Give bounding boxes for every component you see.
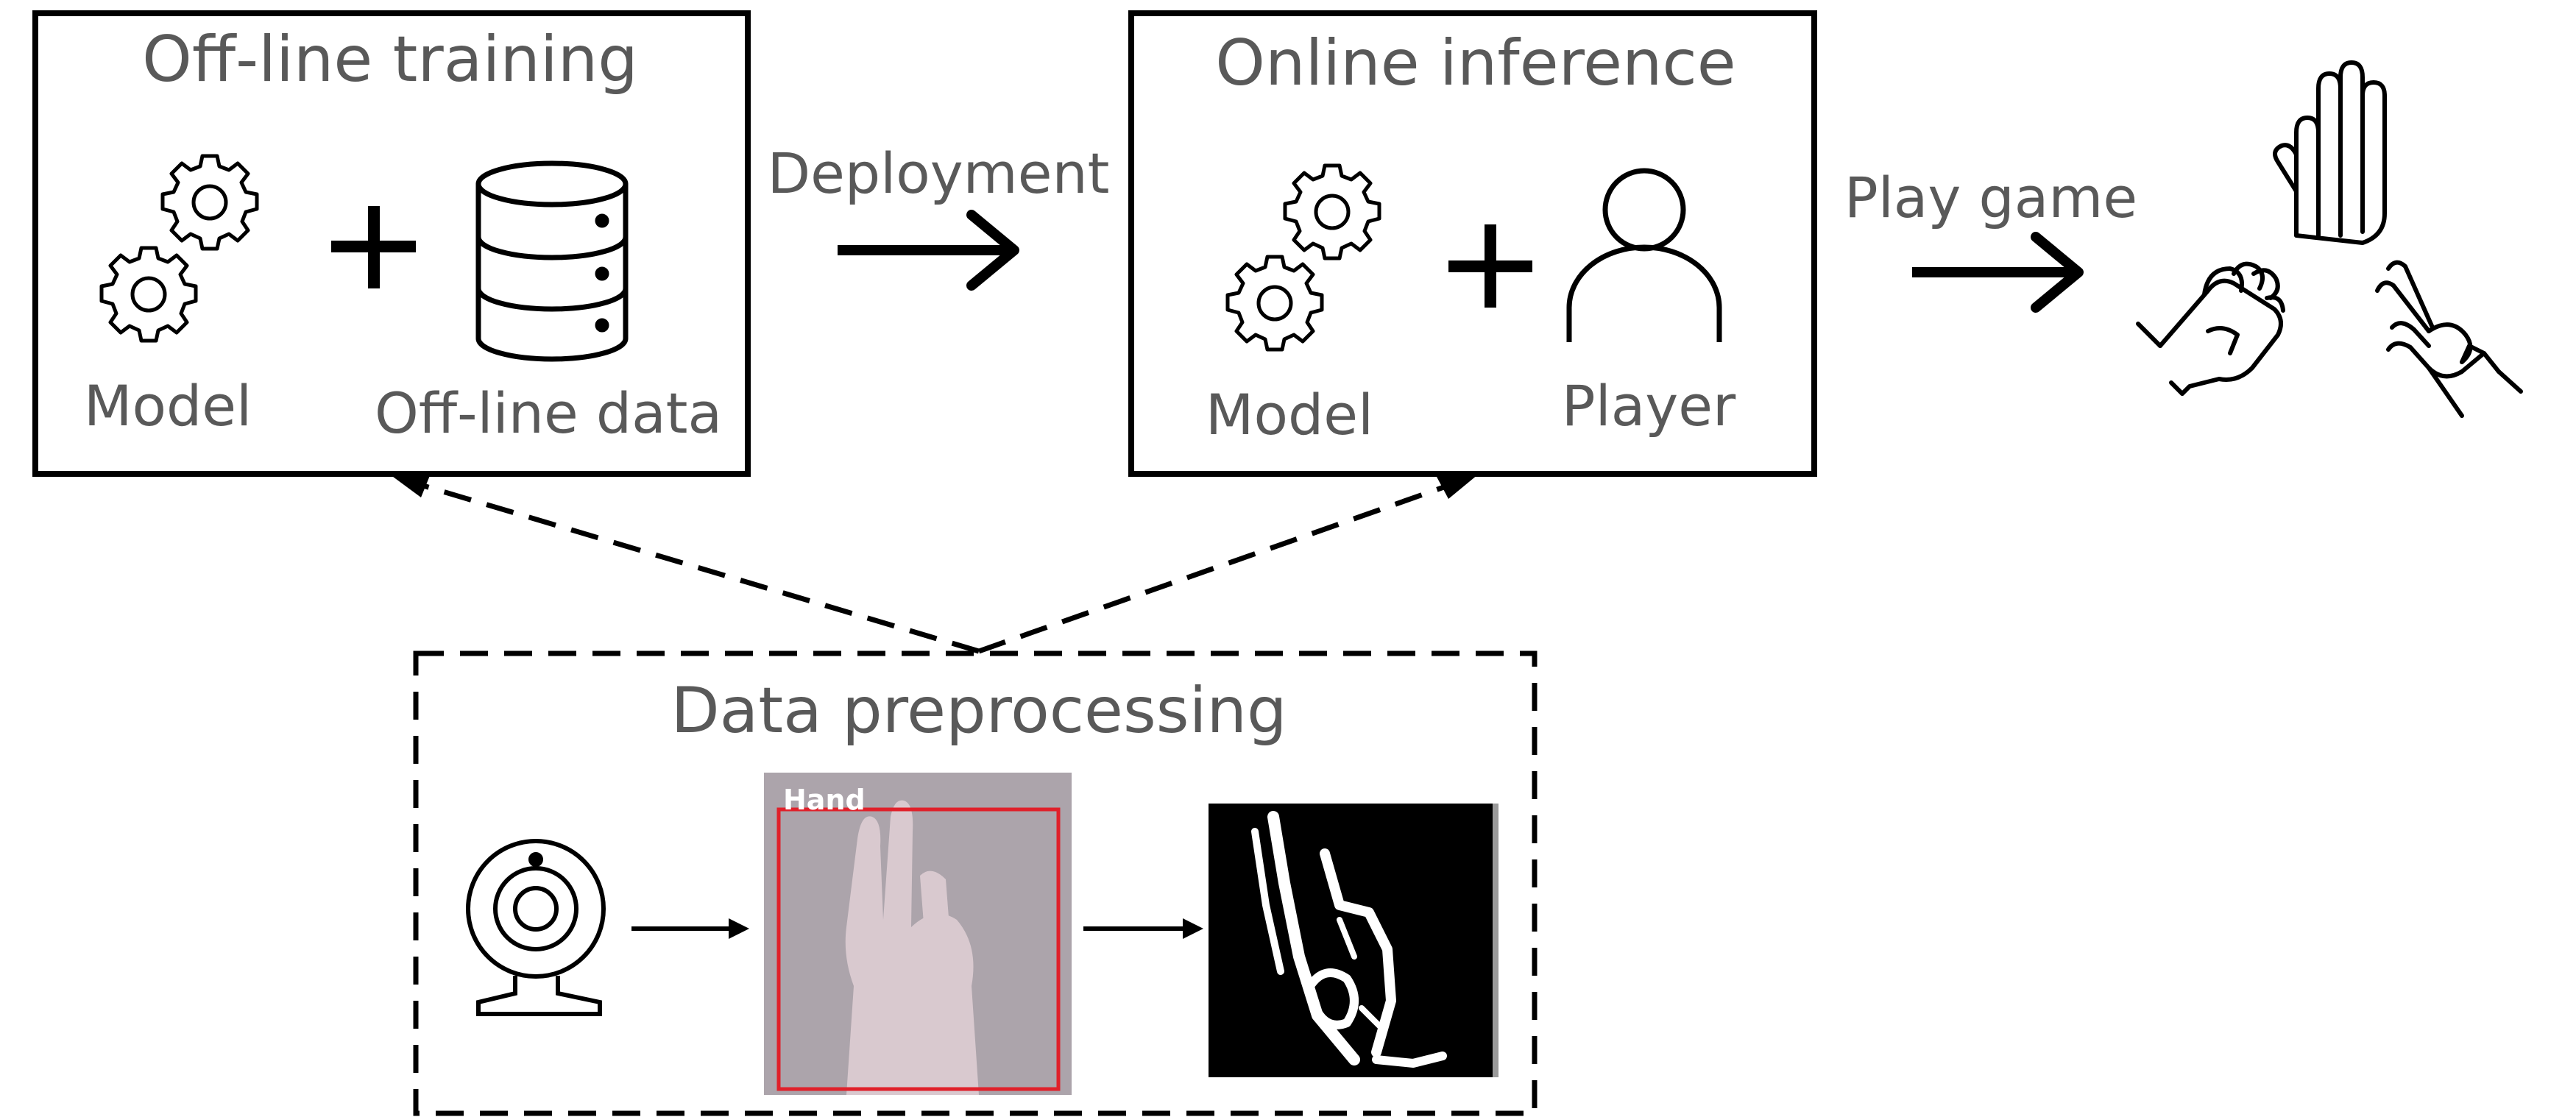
plus-icon <box>331 206 416 288</box>
data-preprocessing-frame <box>413 650 1538 1116</box>
gears-icon <box>1228 166 1379 350</box>
offline-training-box: Off-line training Model Off-line data <box>32 10 751 477</box>
detection-bounding-box <box>776 807 1061 1091</box>
detected-hand-photo: Hand <box>764 773 1072 1095</box>
dashed-arrowheads <box>390 474 1478 499</box>
deployment-connector: Deployment <box>768 141 1110 291</box>
database-icon <box>475 160 629 362</box>
play-game-label: Play game <box>1844 165 2137 230</box>
gears-icon <box>102 156 257 341</box>
offline-model-label: Model <box>84 373 252 439</box>
person-icon <box>1566 168 1722 342</box>
offline-training-title: Off-line training <box>142 23 638 96</box>
arrow-to-mask <box>1083 918 1203 939</box>
deployment-label: Deployment <box>768 141 1110 206</box>
plus-icon <box>1448 224 1532 308</box>
online-inference-box: Online inference Model Player <box>1128 10 1817 477</box>
dashed-connectors <box>403 477 1466 654</box>
data-preprocessing-box: Data preprocessing Hand <box>413 650 1538 1116</box>
hand-shape <box>845 800 979 1095</box>
paper-hand-icon <box>2273 60 2387 245</box>
rock-hand-icon <box>2136 261 2285 396</box>
offline-training-frame <box>32 10 751 477</box>
data-preprocessing-title: Data preprocessing <box>670 674 1287 748</box>
online-model-label: Model <box>1206 382 1373 447</box>
detection-label: Hand <box>783 784 866 816</box>
offline-data-label: Off-line data <box>375 380 722 446</box>
scissors-hand-icon <box>2375 260 2523 418</box>
player-label: Player <box>1562 373 1736 439</box>
play-game-connector: Play game <box>1844 165 2137 313</box>
arrow-to-photo <box>631 918 749 939</box>
online-inference-title: Online inference <box>1215 26 1735 100</box>
online-inference-frame <box>1128 10 1817 477</box>
binary-mask-image <box>1209 804 1498 1077</box>
webcam-icon <box>466 839 606 1016</box>
